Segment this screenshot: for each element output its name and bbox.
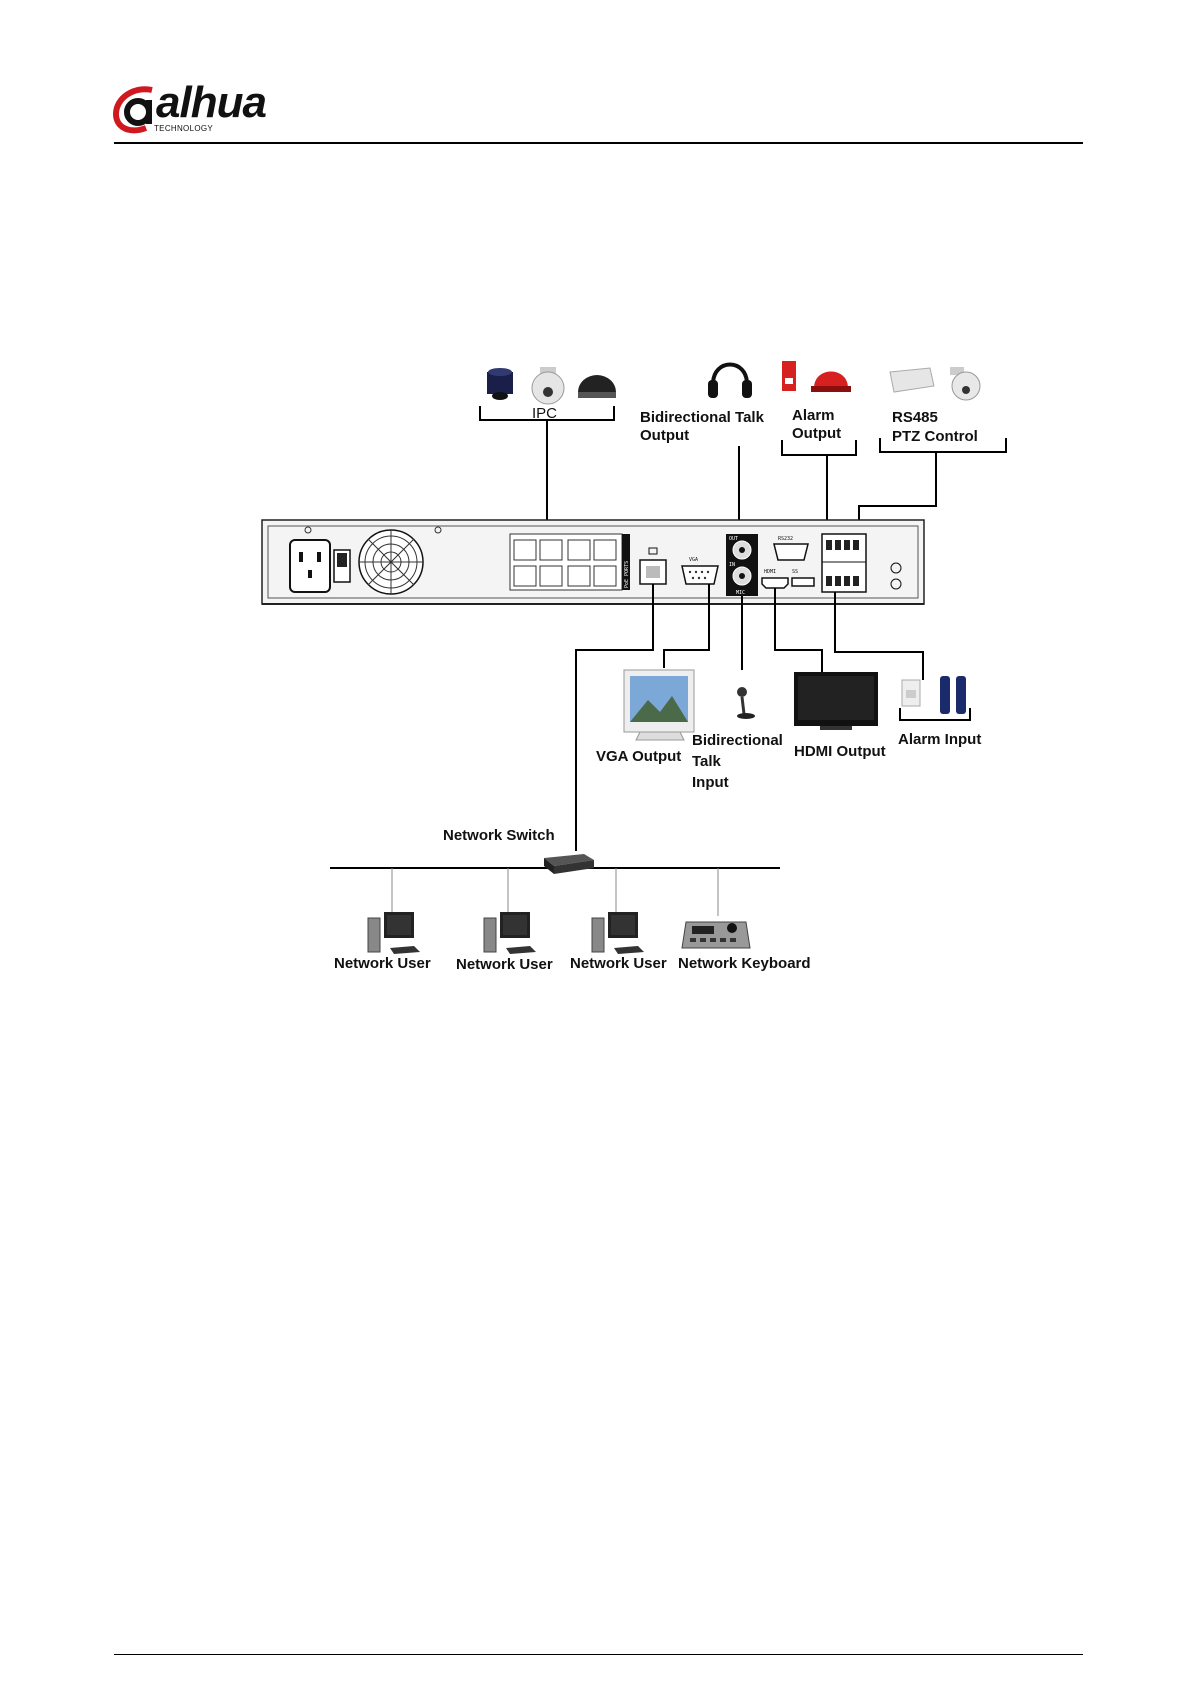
network-user-1-label: Network User (334, 955, 431, 972)
headphones-icon (708, 365, 752, 399)
nvr-rear-panel: PoE PORTS VGA OUT IN MIC HDMI (262, 520, 924, 604)
talk-input-label-line1: Bidirectional (692, 732, 783, 749)
network-switch-label: Network Switch (443, 827, 555, 844)
vga-monitor-icon (624, 670, 694, 740)
pir-detector-icon (902, 680, 920, 706)
beam-detector-icon (940, 676, 966, 714)
dome-camera-icon (578, 375, 616, 398)
ipc-label: IPC (532, 405, 557, 422)
vga-port-label: VGA (689, 557, 698, 563)
talk-output-label-line2: Output (640, 427, 689, 444)
computer-icon (368, 912, 420, 954)
rs485-label-line1: RS485 (892, 409, 938, 426)
hdmi-port-label: HDMI (764, 569, 776, 575)
hdmi-output-label: HDMI Output (794, 743, 886, 760)
network-keyboard-label: Network Keyboard (678, 955, 811, 972)
alarm-siren-icon (782, 361, 796, 391)
power-socket-icon (290, 540, 330, 592)
talk-output-label-line1: Bidirectional Talk (640, 409, 765, 426)
network-user-3-label: Network User (570, 955, 667, 972)
usb-port-label: SS (792, 569, 798, 575)
network-keyboard-icon (682, 922, 750, 948)
rs485-label-line2: PTZ Control (892, 428, 978, 445)
fan-icon (359, 530, 423, 594)
box-camera-icon (487, 368, 513, 400)
alarm-output-label-line2: Output (792, 425, 841, 442)
computer-icon (484, 912, 536, 954)
network-switch-icon (544, 854, 594, 874)
network-user-2-label: Network User (456, 956, 553, 973)
alarm-terminal-block (822, 534, 866, 592)
poe-label: PoE PORTS (624, 561, 630, 588)
microphone-icon (737, 687, 755, 719)
vga-output-label: VGA Output (596, 748, 681, 765)
ptz-decoder-icon (890, 368, 934, 392)
talk-input-label-line2: Talk (692, 753, 722, 770)
alarm-input-devices (902, 676, 966, 714)
alarm-output-label-line1: Alarm (792, 407, 835, 424)
audio-out-label: OUT (729, 536, 738, 542)
computer-icon (592, 912, 644, 954)
speed-dome-camera-icon (532, 367, 564, 404)
ptz-camera-icon (950, 367, 980, 400)
poe-ports: PoE PORTS (510, 534, 630, 590)
alarm-input-label: Alarm Input (898, 731, 981, 748)
mic-label: MIC (736, 590, 745, 596)
alarm-output-bracket (782, 440, 856, 455)
ipc-cameras (487, 367, 616, 404)
audio-in-label: IN (729, 562, 735, 568)
alarm-strobe-light-icon (811, 372, 851, 393)
talk-input-label-line3: Input (692, 774, 729, 791)
footer-rule (114, 1654, 1083, 1655)
hdmi-tv-icon (794, 672, 878, 730)
alarm-input-line (835, 592, 923, 680)
rs232-port-label: RS232 (778, 536, 793, 542)
power-switch-icon (334, 550, 350, 582)
audio-block: OUT IN MIC (726, 534, 758, 596)
rs485-line (859, 452, 936, 530)
